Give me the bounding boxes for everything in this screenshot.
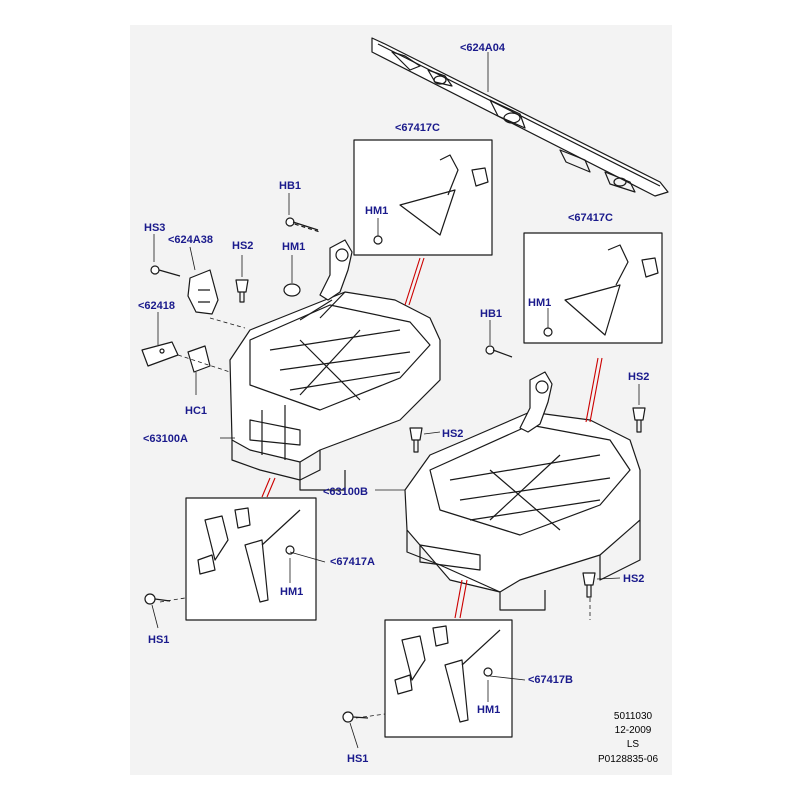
diagram-reference: P0128835-06 [597, 754, 659, 765]
label-hs1-bottom: HS1 [347, 753, 369, 765]
label-62418: <62418 [138, 300, 176, 312]
label-hs2-right-top: HS2 [628, 371, 650, 383]
label-67417c-right: <67417C [568, 212, 613, 224]
detail-box-67417a [185, 497, 317, 621]
detail-box-67417c-top [353, 139, 493, 256]
label-67417c-top: <67417C [395, 122, 440, 134]
label-624a38: <624A38 [168, 234, 213, 246]
bolt-hs2-right-top [632, 407, 646, 433]
label-63100b: <63100B [323, 486, 368, 498]
label-hb1-left: HB1 [279, 180, 302, 192]
label-hs3: HS3 [144, 222, 166, 234]
bolt-hb1-right [485, 345, 513, 358]
clip-hc1 [187, 345, 211, 373]
bracket-624a38 [187, 269, 219, 315]
label-624a04: <624A04 [460, 42, 505, 54]
label-63100a: <63100A [143, 433, 188, 445]
bolt-hs1-left [144, 593, 171, 605]
bolt-hs2-left [235, 279, 249, 303]
diagram-code: 5011030 [613, 711, 653, 722]
cap-hm1-left [283, 283, 301, 297]
detail-box-67417b [384, 619, 513, 738]
seat-frame-left [229, 239, 441, 491]
label-hs2-right-bottom: HS2 [623, 573, 645, 585]
label-hs2-mid: HS2 [442, 428, 464, 440]
label-hm1-a: HM1 [280, 586, 304, 598]
bolt-hb1-left [285, 217, 321, 233]
clip-62418 [141, 341, 179, 367]
seat-frame-right [404, 371, 641, 611]
diagram-ls: LS [626, 739, 640, 750]
leader-lines [151, 52, 640, 749]
bolt-hs2-right-bottom [582, 572, 596, 598]
cross-member-part [371, 37, 669, 197]
label-hm1-left: HM1 [282, 241, 306, 253]
label-hm1-top: HM1 [365, 205, 389, 217]
detail-box-67417c-right [523, 232, 663, 344]
label-hc1: HC1 [185, 405, 208, 417]
label-67417b: <67417B [528, 674, 573, 686]
callout-lines [261, 257, 603, 619]
label-hm1-right: HM1 [528, 297, 552, 309]
label-67417a: <67417A [330, 556, 375, 568]
bolt-hs1-bottom [342, 711, 369, 723]
label-hm1-b: HM1 [477, 704, 501, 716]
label-hb1-right: HB1 [480, 308, 503, 320]
label-hs1-left: HS1 [148, 634, 170, 646]
bolt-hs2-mid [409, 427, 423, 453]
diagram-date: 12-2009 [614, 725, 652, 736]
label-hs2-left: HS2 [232, 240, 254, 252]
bolt-hs3 [150, 265, 181, 277]
